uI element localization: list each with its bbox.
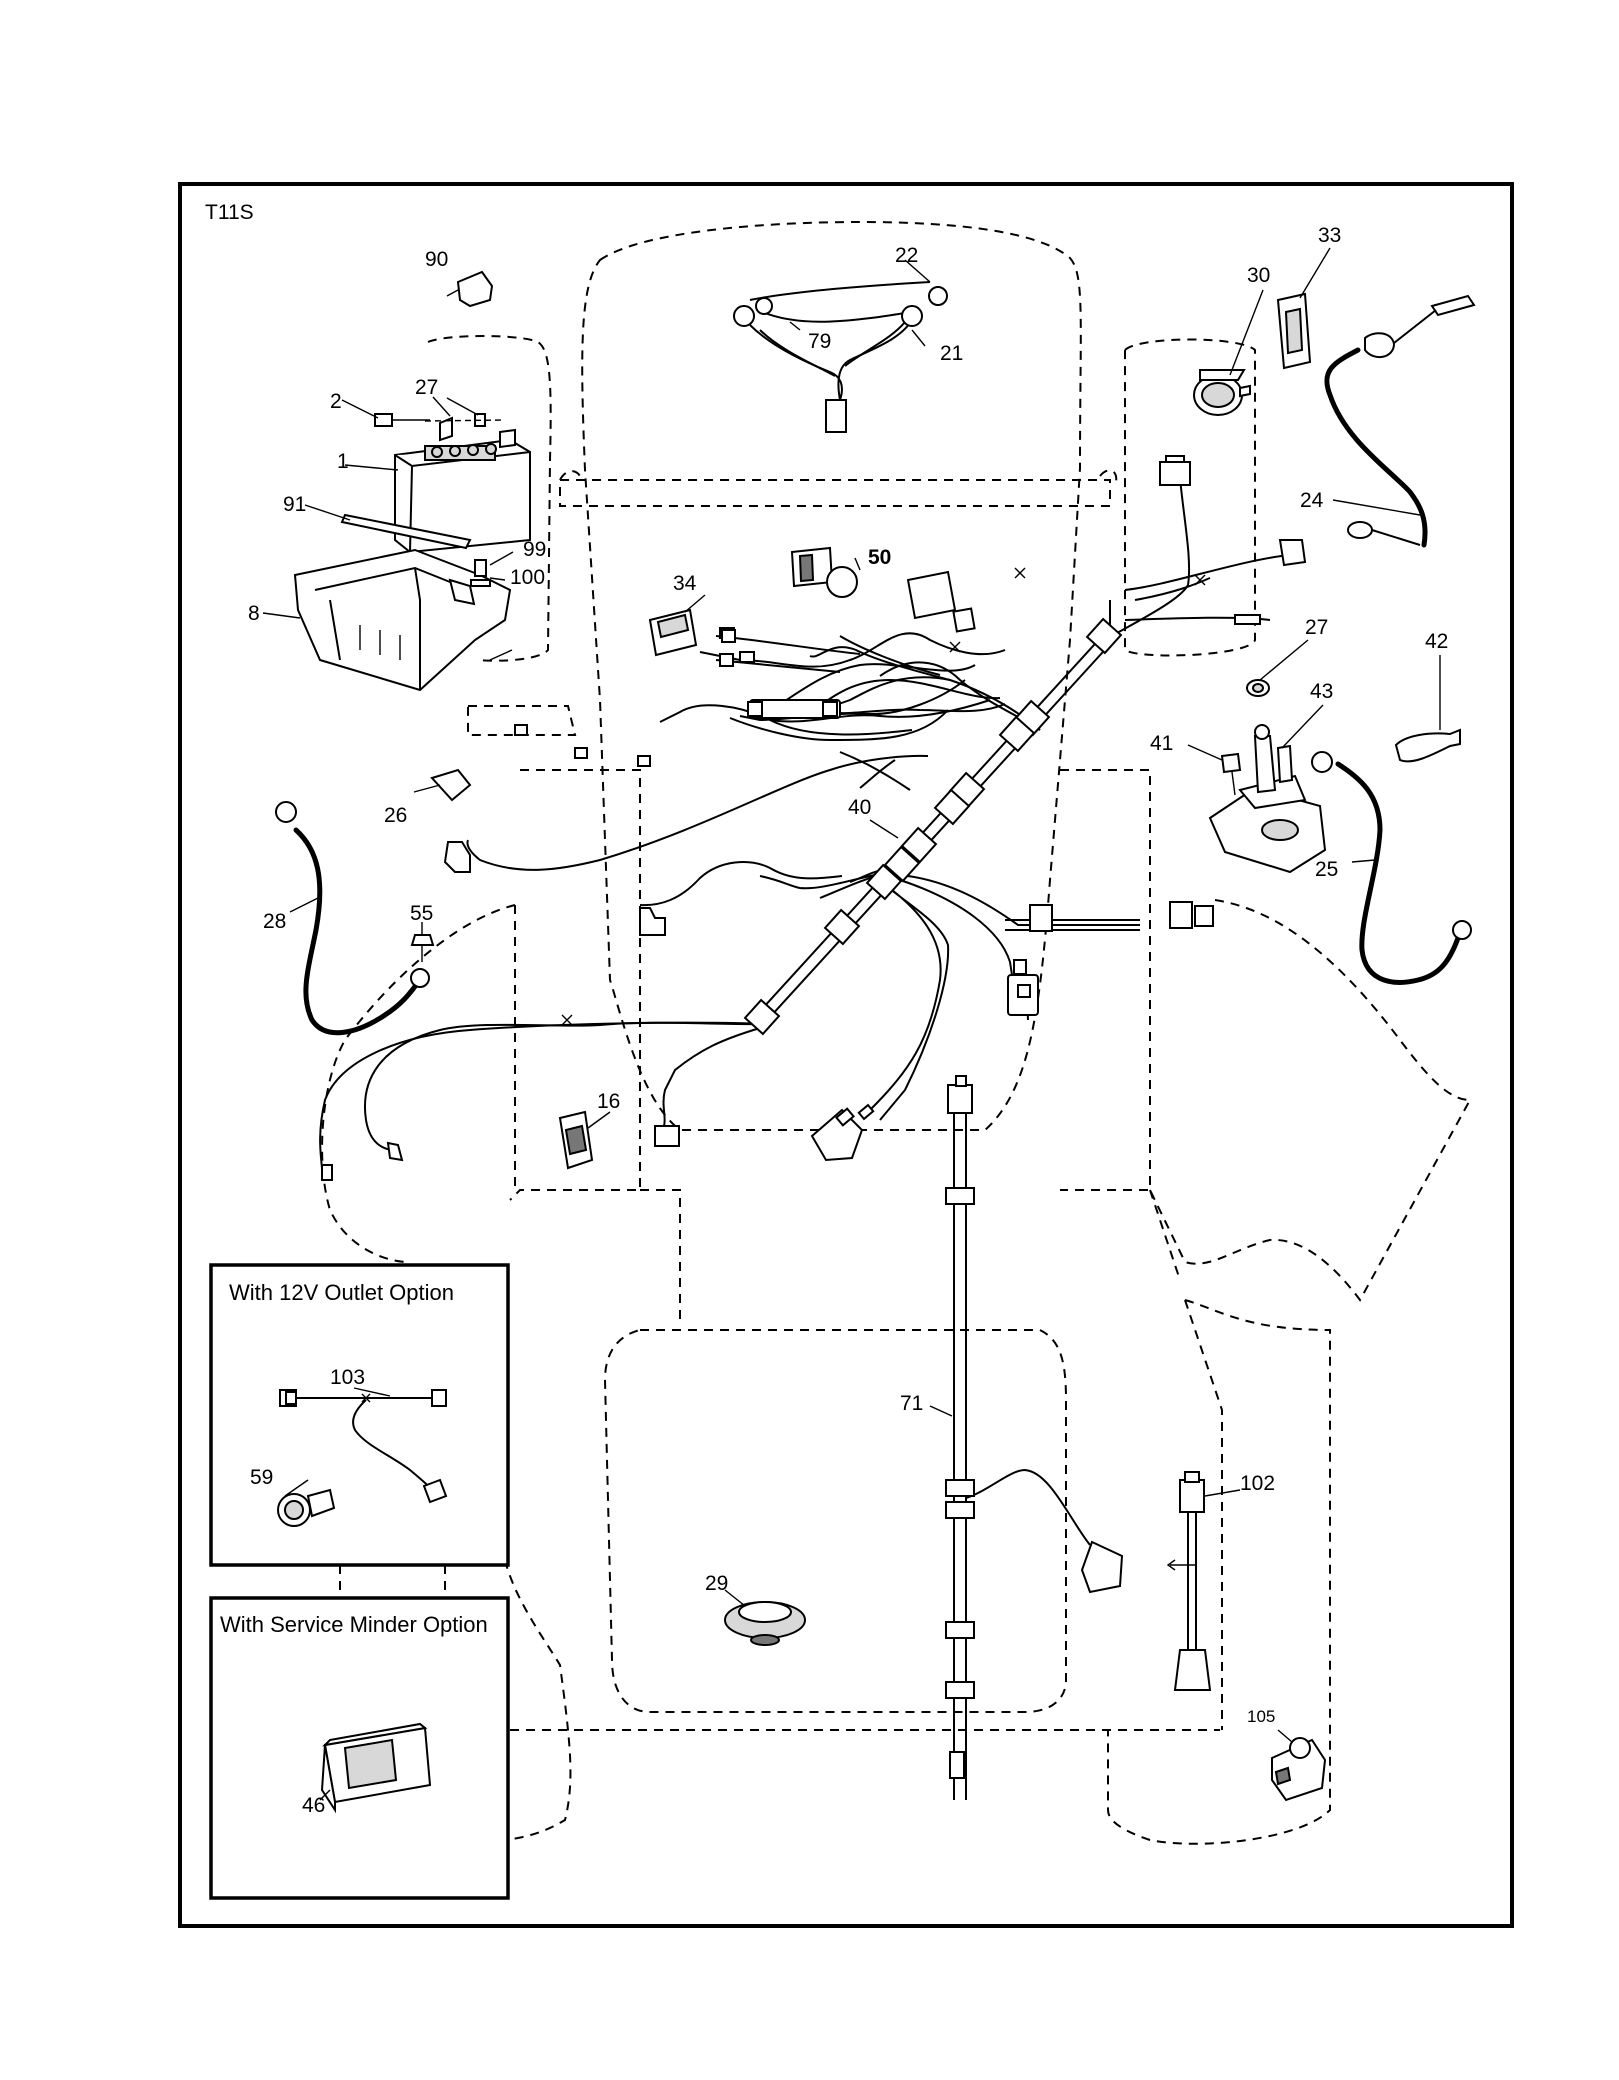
terminal-boot-42	[1394, 728, 1461, 763]
label-71: 71	[900, 1392, 923, 1415]
leader-lines	[262, 247, 1441, 1801]
switch-105	[1271, 1737, 1327, 1802]
connector-16	[558, 1110, 594, 1170]
label-2: 2	[330, 390, 342, 413]
service-minder-inset: With Service Minder Option	[209, 1596, 510, 1900]
label-29: 29	[705, 1572, 728, 1595]
battery-tray	[293, 548, 512, 692]
cable-25	[1311, 751, 1472, 985]
label-34: 34	[673, 572, 697, 595]
main-harness	[319, 477, 1291, 1169]
ignition-switch	[1193, 369, 1251, 416]
nut-27	[1246, 679, 1270, 697]
label-46: 46	[302, 1794, 325, 1817]
label-25: 25	[1315, 858, 1338, 881]
part-50-switch	[790, 546, 858, 598]
label-43: 43	[1310, 680, 1333, 703]
label-79: 79	[808, 330, 831, 353]
service-minder-caption: With Service Minder Option	[220, 1612, 488, 1637]
label-102: 102	[1240, 1472, 1275, 1495]
part-34-switch	[648, 608, 861, 673]
headlight-harness	[733, 281, 948, 433]
outlet-59	[277, 1488, 336, 1527]
label-22: 22	[895, 244, 918, 267]
label-26: 26	[384, 804, 407, 827]
part-102-harness	[1166, 1471, 1212, 1691]
bolt-41	[1220, 752, 1242, 796]
label-30: 30	[1247, 264, 1270, 287]
machine-outline	[321, 220, 1472, 1845]
diagram-frame	[178, 182, 1514, 1928]
label-99: 99	[523, 538, 546, 561]
harness-sleeves	[443, 455, 1307, 1162]
outlet-option-caption: With 12V Outlet Option	[229, 1280, 454, 1305]
fuse-26	[430, 768, 472, 802]
label-100: 100	[510, 566, 545, 589]
service-minder-46	[320, 1722, 432, 1814]
label-1: 1	[337, 450, 349, 473]
label-40: 40	[848, 796, 871, 819]
label-103: 103	[330, 1366, 365, 1389]
label-59: 59	[250, 1466, 273, 1489]
label-42: 42	[1425, 630, 1448, 653]
label-55: 55	[410, 902, 433, 925]
label-8: 8	[248, 602, 260, 625]
label-50: 50	[868, 546, 891, 569]
label-90: 90	[425, 248, 448, 271]
battery-hold-down	[340, 513, 472, 550]
battery-bolts	[374, 413, 506, 587]
label-24: 24	[1300, 489, 1324, 512]
label-27b: 27	[1305, 616, 1328, 639]
part-labels: 90 2 27 1 91 99 100 8 22 79 21 30 33 24 …	[248, 224, 1448, 1817]
bolt-55	[410, 934, 435, 962]
label-21: 21	[940, 342, 963, 365]
label-27a: 27	[415, 376, 438, 399]
label-16: 16	[597, 1090, 620, 1113]
label-33: 33	[1318, 224, 1341, 247]
label-105: 105	[1247, 1707, 1275, 1726]
decal-plate	[906, 570, 957, 620]
cable-24	[1324, 294, 1476, 548]
battery	[394, 416, 531, 554]
label-91: 91	[283, 493, 306, 516]
label-41: 41	[1150, 732, 1173, 755]
rear-harness	[945, 1075, 1124, 1800]
diagram-code: T11S	[205, 201, 254, 224]
label-28: 28	[263, 910, 286, 933]
cable-28	[275, 801, 430, 1181]
part-90-boot	[456, 270, 494, 308]
solenoid-43	[1208, 724, 1327, 874]
outlet-option-inset: With 12V Outlet Option	[209, 1263, 510, 1567]
grommet-29	[724, 1601, 806, 1646]
